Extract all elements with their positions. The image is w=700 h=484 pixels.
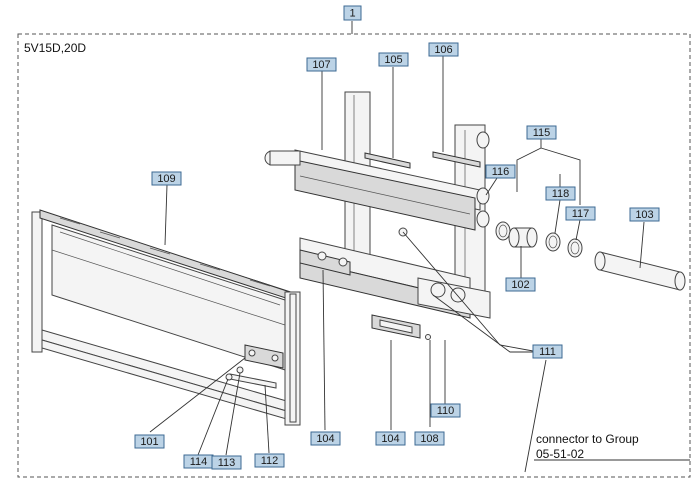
callout-111[interactable]: 111 [532,344,563,359]
callout-114[interactable]: 114 [183,454,214,469]
slide-pad-104a [299,249,351,276]
bracket-101 [229,344,284,389]
svg-text:112: 112 [261,455,279,467]
assembly-frame [17,33,691,478]
shaft-103 [594,251,686,291]
svg-text:105: 105 [384,54,402,66]
callout-118[interactable]: 118 [545,186,576,201]
side-shift-carriage [299,227,491,319]
svg-text:108: 108 [420,433,438,445]
svg-text:113: 113 [218,457,236,469]
svg-text:118: 118 [552,188,570,200]
bushings-116 [476,131,490,228]
svg-text:104: 104 [381,433,399,445]
carriage-frame-109 [31,209,301,426]
callout-116[interactable]: 116 [485,164,516,179]
callout-110[interactable]: 110 [430,403,461,418]
svg-text:103: 103 [635,209,653,221]
callout-103[interactable]: 103 [629,207,660,222]
pin-108 [425,334,431,340]
callout-106[interactable]: 106 [428,42,459,57]
bushing-102 [508,227,538,248]
callout-104-right[interactable]: 104 [375,431,406,446]
svg-text:111: 111 [539,346,556,358]
callout-104-left[interactable]: 104 [310,431,341,446]
svg-text:109: 109 [157,173,175,185]
connector-note-line2: 05-51-02 [536,447,584,461]
callout-102[interactable]: 102 [505,277,536,292]
svg-text:117: 117 [572,208,590,220]
svg-text:101: 101 [140,436,158,448]
svg-text:115: 115 [533,127,551,139]
cross-beam-107 [264,149,481,231]
leader-lines [149,56,690,473]
callout-109[interactable]: 109 [151,171,182,186]
svg-text:102: 102 [511,279,529,291]
callout-101[interactable]: 101 [134,434,165,449]
model-label: 5V15D,20D [24,41,86,55]
svg-text:110: 110 [437,405,455,417]
callout-1[interactable]: 1 [343,5,362,21]
callout-108[interactable]: 108 [414,431,445,446]
seal-ring-left [495,221,511,241]
callout-105[interactable]: 105 [378,52,409,67]
svg-text:107: 107 [312,59,330,71]
callout-112[interactable]: 112 [254,453,285,468]
rail-105 [364,152,411,169]
callout-117[interactable]: 117 [565,206,596,221]
callout-113[interactable]: 113 [211,455,242,470]
svg-text:116: 116 [492,166,510,178]
svg-text:1: 1 [349,7,355,19]
ring-117 [567,238,583,258]
slide-pad-104b [371,314,421,339]
connector-note-line1: connector to Group [536,432,639,446]
ring-118 [545,232,561,252]
svg-text:114: 114 [190,456,208,468]
callout-107[interactable]: 107 [306,57,337,72]
svg-text:104: 104 [316,433,334,445]
svg-text:106: 106 [434,44,452,56]
callout-115[interactable]: 115 [526,125,557,140]
rail-106 [432,151,481,168]
